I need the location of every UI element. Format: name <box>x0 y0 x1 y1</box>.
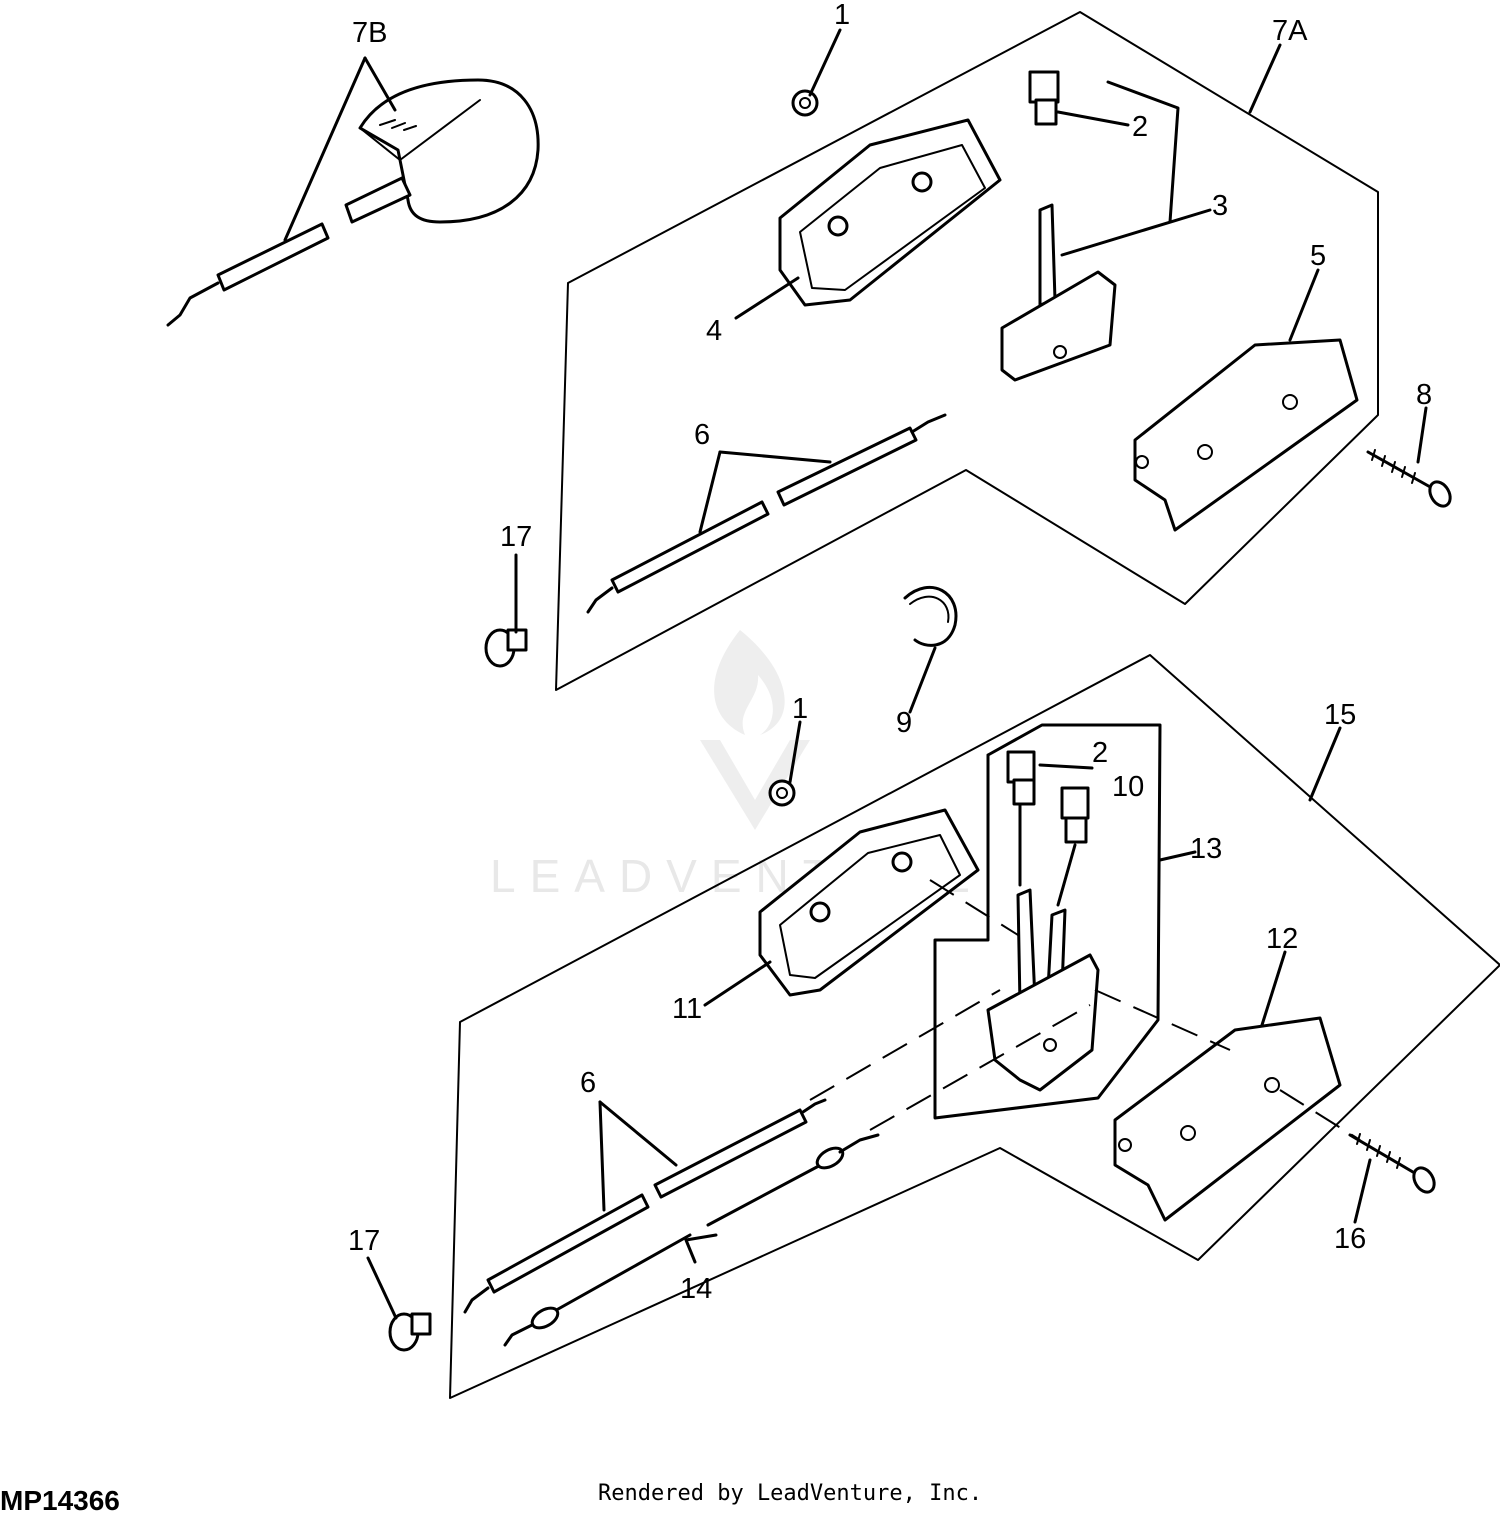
callout-3: 3 <box>1212 190 1228 222</box>
callout-11: 11 <box>672 993 702 1025</box>
part-6-cable-top <box>586 413 947 614</box>
alignment-lines <box>809 879 1361 1141</box>
part-1-nut-bottom <box>768 779 796 807</box>
part-9-clip-ring <box>903 586 958 647</box>
callout-6-top: 6 <box>694 419 710 451</box>
callout-10: 10 <box>1112 771 1144 803</box>
callout-4: 4 <box>706 315 722 347</box>
callout-16: 16 <box>1334 1223 1366 1255</box>
part-11-mounting-plate <box>758 808 980 997</box>
callout-7b: 7B <box>352 17 387 49</box>
part-10-clip <box>1060 786 1090 844</box>
part-13-levers <box>986 888 1100 1092</box>
part-2-clip-bottom <box>1006 750 1036 806</box>
callout-15: 15 <box>1324 699 1356 731</box>
part-17-bushing-top <box>484 628 528 668</box>
render-credit: Rendered by LeadVenture, Inc. <box>598 1481 982 1506</box>
callout-6-bottom: 6 <box>580 1067 596 1099</box>
part-4-mounting-plate <box>778 118 1002 307</box>
callout-17-top: 17 <box>500 521 532 553</box>
part-13-frame <box>933 723 1162 1120</box>
part-17-bushing-bottom <box>388 1312 432 1352</box>
leader-lines <box>283 28 1428 1320</box>
part-3-lever <box>1000 203 1117 382</box>
callout-5: 5 <box>1310 240 1326 272</box>
callout-2-top: 2 <box>1132 111 1148 143</box>
group-7a-outline <box>555 11 1379 691</box>
part-5-cover-top <box>1133 338 1359 532</box>
part-6-cable-bottom <box>463 1098 827 1314</box>
callout-13: 13 <box>1190 833 1222 865</box>
callout-9: 9 <box>896 707 912 739</box>
part-7b-knob-assembly <box>166 78 540 327</box>
callout-12: 12 <box>1266 923 1298 955</box>
callout-1-bottom: 1 <box>792 693 808 725</box>
figure-id: MP14366 <box>0 1485 120 1513</box>
part-2-clip-top <box>1028 70 1060 126</box>
callout-1-top: 1 <box>834 0 850 31</box>
group-15-outline <box>449 654 1500 1399</box>
part-12-cover-bottom <box>1113 1016 1342 1222</box>
watermark-v-icon <box>700 740 810 830</box>
part-14-cable <box>503 1133 880 1347</box>
callout-labels: 1 7B 7A 2 3 4 5 6 8 17 9 1 15 2 10 13 11… <box>348 0 1432 1305</box>
part-1-nut-top <box>791 89 819 117</box>
watermark-flame-icon <box>714 630 785 735</box>
part-8-screw <box>1366 449 1452 508</box>
callout-7a: 7A <box>1272 15 1308 47</box>
callout-14: 14 <box>680 1273 712 1305</box>
callout-8: 8 <box>1416 379 1432 411</box>
callout-2-bottom: 2 <box>1092 737 1108 769</box>
callout-17-bottom: 17 <box>348 1225 380 1257</box>
